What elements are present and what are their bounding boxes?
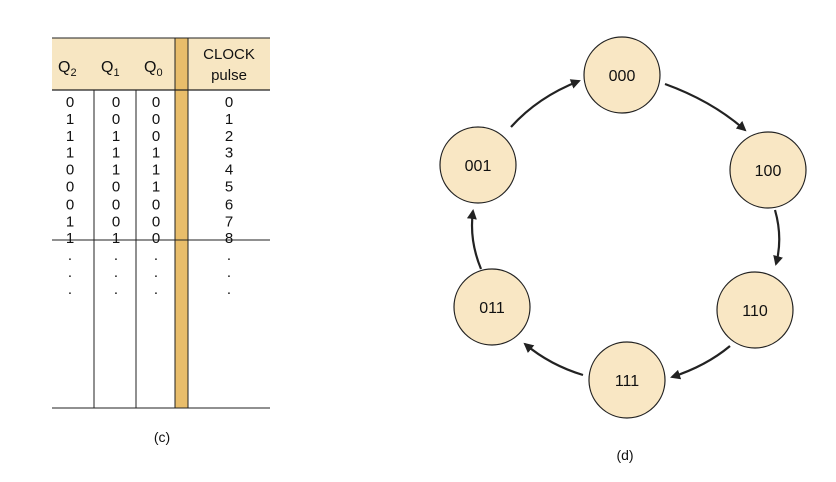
table-cell: 0 [152,128,160,145]
table-cell: . [68,247,72,264]
table-cell: 1 [66,213,74,230]
state-node-011: 011 [453,268,531,346]
svg-text:110: 110 [742,303,768,320]
state-node-110: 110 [716,271,794,349]
table-cell: 0 [225,94,233,111]
header-pulse: pulse [211,67,247,84]
table-cell: 0 [152,230,160,247]
table-cell: 0 [112,94,120,111]
header-q2: Q2 [58,59,77,79]
svg-text:000: 000 [609,68,636,85]
transition-001-to-000 [510,79,581,128]
table-cell: . [68,281,72,298]
table-cell: . [227,247,231,264]
svg-text:111: 111 [615,373,639,390]
header-q0: Q0 [144,59,163,79]
table-cell: 1 [225,111,233,128]
header-q1: Q1 [101,59,120,79]
table-header-bg [52,38,270,90]
table-cell: 0 [66,94,74,111]
state-node-100: 100 [729,131,807,209]
table-cell: . [68,264,72,281]
table-cell: 1 [112,128,120,145]
table-cell: 1 [152,162,160,179]
table-cell: 8 [225,230,233,247]
svg-text:100: 100 [755,163,782,180]
table-cell: . [114,264,118,281]
table-cell: 7 [225,213,233,230]
table-cell: 3 [225,145,233,162]
state-node-001: 001 [439,126,517,204]
table-cell: . [114,281,118,298]
svg-text:001: 001 [465,158,492,175]
table-cell: 1 [66,111,74,128]
table-cell: 6 [225,196,233,213]
table-cell: 0 [112,179,120,196]
caption-d: (d) [616,447,633,463]
table-cell: 0 [152,94,160,111]
state-node-111: 111 [588,341,666,419]
header-clock: CLOCK [203,46,255,63]
table-cell: . [154,281,158,298]
table-cell: . [154,247,158,264]
state-node-000: 000 [583,36,661,114]
transition-011-to-001 [466,209,483,270]
table-cell: 0 [112,111,120,128]
table-cell: . [227,264,231,281]
table-cell: 1 [66,230,74,247]
table-cell: 0 [112,196,120,213]
table-cell: 0 [66,179,74,196]
table-cell: . [227,281,231,298]
table-cell: 0 [152,213,160,230]
transition-000-to-100 [664,82,747,132]
table-cell: 1 [152,179,160,196]
table-separator-column [175,38,188,408]
table-cell: 1 [152,145,160,162]
table-cell: 1 [112,145,120,162]
transition-100-to-110 [773,209,783,266]
table-cell: 1 [112,162,120,179]
svg-text:011: 011 [479,300,505,317]
table-cell: . [154,264,158,281]
table-cell: 1 [66,145,74,162]
transition-110-to-111 [670,345,731,380]
table-cell: 5 [225,179,233,196]
table-cell: 1 [112,230,120,247]
table-cell: 0 [66,162,74,179]
caption-c: (c) [154,429,170,445]
table-cell: . [114,247,118,264]
table-cell: 0 [152,196,160,213]
table-cell: 0 [112,213,120,230]
transition-111-to-011 [523,342,584,377]
table-cell: 2 [225,128,233,145]
table-cell: 1 [66,128,74,145]
table-cell: 0 [152,111,160,128]
table-cell: 0 [66,196,74,213]
table-cell: 4 [225,162,233,179]
